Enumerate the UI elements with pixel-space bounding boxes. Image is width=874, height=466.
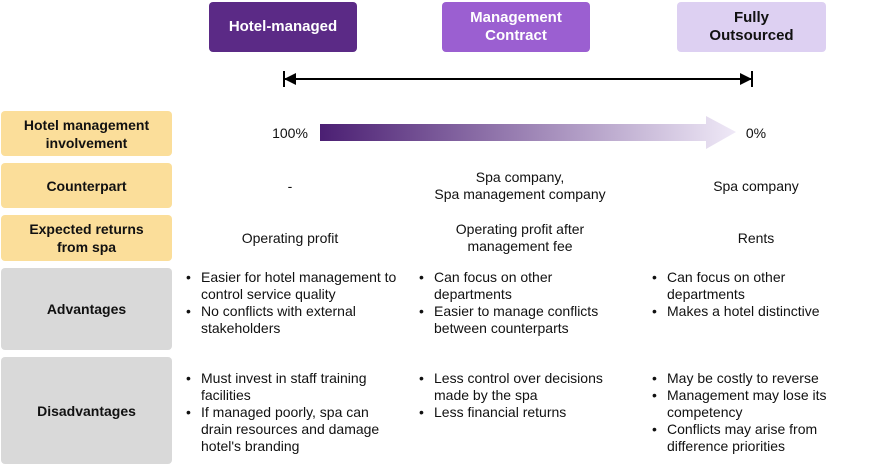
returns-fully-outsourced: Rents [737, 230, 775, 246]
returns-hotel-managed: Operating profit [241, 230, 339, 246]
list-item: Management may lose its competency [649, 387, 849, 421]
row-header-counterpart: Counterpart [1, 163, 172, 208]
list-item: Makes a hotel distinctive [649, 303, 849, 320]
disadvantages-list-fully-outsourced: May be costly to reverse Management may … [649, 370, 849, 455]
row-header-involvement: Hotel management involvement [1, 111, 172, 156]
list-item: No conflicts with external stakeholders [183, 303, 401, 337]
list-item: If managed poorly, spa can drain resourc… [183, 404, 401, 455]
list-item: Can focus on other departments [649, 269, 849, 303]
advantages-list-management-contract: Can focus on other departments Easier to… [416, 269, 621, 337]
counterpart-management-contract: Spa company, Spa management company [434, 169, 606, 202]
involvement-end-label: 0% [745, 125, 767, 141]
disadvantages-list-hotel-managed: Must invest in staff training facilities… [183, 370, 401, 455]
list-item: Less control over decisions made by the … [416, 370, 621, 404]
disadvantages-list-management-contract: Less control over decisions made by the … [416, 370, 621, 421]
counterpart-hotel-managed: - [287, 178, 293, 194]
involvement-gradient-arrow [320, 116, 736, 149]
list-item: Can focus on other departments [416, 269, 621, 303]
advantages-list-fully-outsourced: Can focus on other departments Makes a h… [649, 269, 849, 320]
row-header-expected-returns: Expected returns from spa [1, 215, 172, 261]
advantages-list-hotel-managed: Easier for hotel management to control s… [183, 269, 401, 337]
list-item: Easier for hotel management to control s… [183, 269, 401, 303]
counterpart-fully-outsourced: Spa company [713, 178, 799, 194]
column-header-management-contract: Management Contract [442, 2, 590, 52]
list-item: Less financial returns [416, 404, 621, 421]
range-double-arrow [283, 71, 753, 87]
returns-management-contract: Operating profit after management fee [455, 221, 585, 254]
row-header-advantages: Advantages [1, 268, 172, 350]
column-header-hotel-managed: Hotel-managed [209, 2, 357, 52]
column-header-fully-outsourced: Fully Outsourced [677, 2, 826, 52]
list-item: Conflicts may arise from difference prio… [649, 421, 849, 455]
row-header-disadvantages: Disadvantages [1, 357, 172, 464]
involvement-start-label: 100% [272, 125, 308, 141]
list-item: Easier to manage conflicts between count… [416, 303, 621, 337]
list-item: Must invest in staff training facilities [183, 370, 401, 404]
list-item: May be costly to reverse [649, 370, 849, 387]
